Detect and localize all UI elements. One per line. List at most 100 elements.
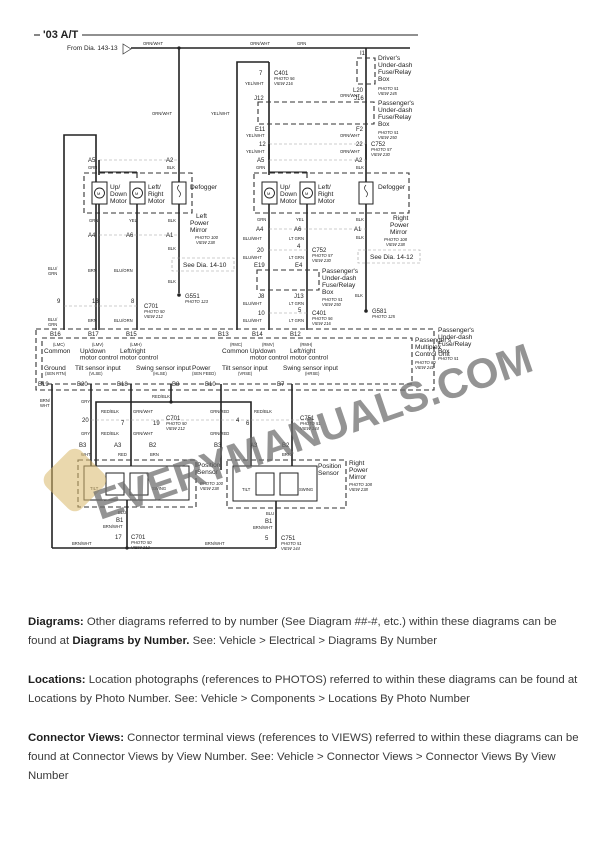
svg-text:G551: G551 (185, 294, 200, 300)
svg-text:LT GRN: LT GRN (289, 236, 304, 241)
svg-text:GRY: GRY (81, 431, 90, 436)
svg-text:YEL: YEL (129, 218, 138, 223)
svg-text:C701: C701 (131, 535, 146, 541)
svg-text:A5: A5 (88, 158, 96, 164)
left-tilt-sensor (105, 472, 125, 496)
svg-text:B1: B1 (116, 518, 124, 524)
svg-text:B17: B17 (88, 332, 99, 338)
right-tilt-sensor (255, 472, 275, 496)
svg-text:BLU/ORN: BLU/ORN (114, 318, 133, 323)
notes-section: Diagrams: Other diagrams referred to by … (28, 613, 588, 806)
svg-text:A2: A2 (166, 158, 174, 164)
svg-text:TILT: TILT (90, 486, 99, 491)
svg-text:SWING: SWING (152, 486, 166, 491)
svg-text:C751: C751 (300, 416, 315, 422)
svg-text:PHOTO 51: PHOTO 51 (322, 297, 343, 302)
svg-text:PHOTO 57: PHOTO 57 (371, 147, 392, 152)
svg-text:VIEW 238: VIEW 238 (349, 487, 369, 492)
svg-text:RED/BLK: RED/BLK (101, 431, 119, 436)
svg-text:YEL: YEL (296, 217, 305, 222)
svg-text:VIEW 212: VIEW 212 (144, 314, 164, 319)
svg-text:F2: F2 (356, 127, 364, 133)
svg-text:PHOTO 50: PHOTO 50 (131, 540, 152, 545)
svg-text:ORN/WHT: ORN/WHT (143, 41, 163, 46)
note-connector-views: Connector Views: Connector terminal view… (28, 732, 579, 782)
svg-text:GRN: GRN (88, 165, 97, 170)
svg-text:G581: G581 (372, 309, 387, 315)
svg-text:BLK: BLK (168, 279, 176, 284)
svg-text:(SEN FEED): (SEN FEED) (192, 371, 216, 376)
svg-text:A1: A1 (354, 227, 362, 233)
svg-text:PHOTO 51: PHOTO 51 (281, 541, 302, 546)
svg-text:L20: L20 (353, 88, 364, 94)
svg-text:7: 7 (259, 71, 263, 77)
svg-text:B16: B16 (50, 332, 61, 338)
svg-text:B20: B20 (77, 382, 88, 388)
svg-text:GRN/RED: GRN/RED (210, 431, 229, 436)
svg-text:A6: A6 (126, 233, 134, 239)
svg-text:PHOTO 51: PHOTO 51 (378, 130, 399, 135)
svg-text:(HLSE): (HLSE) (153, 371, 167, 376)
svg-text:Common: Common (44, 348, 71, 355)
svg-text:See Dia. 14-12: See Dia. 14-12 (370, 254, 414, 261)
svg-text:J13: J13 (294, 294, 304, 300)
ground-icon (177, 293, 181, 297)
svg-text:YEL/WHT: YEL/WHT (246, 133, 265, 138)
left-power-mirror-box (83, 172, 193, 214)
svg-text:GRN: GRN (257, 217, 266, 222)
svg-text:A1: A1 (166, 233, 174, 239)
svg-text:E4: E4 (295, 263, 303, 269)
svg-text:PHOTO 108: PHOTO 108 (384, 237, 408, 242)
svg-text:GRN/WHT: GRN/WHT (133, 431, 153, 436)
svg-text:PHOTO 57: PHOTO 57 (312, 253, 333, 258)
svg-text:ORN/WHT: ORN/WHT (340, 149, 360, 154)
svg-text:PHOTO 51: PHOTO 51 (300, 421, 321, 426)
svg-text:BLU/WHT: BLU/WHT (243, 236, 262, 241)
svg-text:B19: B19 (38, 382, 49, 388)
svg-text:B8: B8 (172, 382, 180, 388)
svg-text:PHOTO 100: PHOTO 100 (195, 235, 219, 240)
svg-text:12: 12 (259, 142, 266, 148)
svg-text:BLU: BLU (266, 511, 274, 516)
svg-text:B2: B2 (149, 443, 157, 449)
svg-text:BLU/WHT: BLU/WHT (243, 318, 262, 323)
svg-text:RED/BLK: RED/BLK (101, 409, 119, 414)
right-swing-sensor (279, 472, 299, 496)
svg-text:(RMH): (RMH) (300, 342, 313, 347)
motor-icon (264, 187, 275, 199)
svg-text:PHOTO 50: PHOTO 50 (144, 309, 165, 314)
svg-text:20: 20 (82, 418, 89, 424)
svg-text:Power: Power (192, 365, 211, 372)
diagrams-by-number-link[interactable]: Diagrams by Number. (72, 635, 190, 647)
svg-text:A6: A6 (294, 227, 302, 233)
svg-text:(RMC): (RMC) (230, 342, 243, 347)
svg-text:BRN/WHT: BRN/WHT (205, 541, 225, 546)
svg-text:VIEW 144: VIEW 144 (281, 546, 301, 551)
svg-text:A4: A4 (88, 233, 96, 239)
svg-text:B14: B14 (252, 332, 263, 338)
svg-text:PHOTO 51: PHOTO 51 (378, 86, 399, 91)
svg-text:GRN: GRN (89, 218, 98, 223)
svg-text:6: 6 (246, 421, 250, 427)
svg-text:YEL/WHT: YEL/WHT (245, 81, 264, 86)
motor-icon (94, 187, 105, 199)
svg-text:E11: E11 (255, 127, 266, 133)
svg-text:VIEW 238: VIEW 238 (386, 242, 406, 247)
svg-text:E19: E19 (254, 263, 265, 269)
svg-text:B12: B12 (290, 332, 301, 338)
svg-text:ORN/WHT: ORN/WHT (340, 133, 360, 138)
svg-text:A4: A4 (256, 227, 264, 233)
svg-text:8: 8 (131, 299, 135, 305)
right-power-mirror-sensor-box (226, 459, 347, 509)
svg-text:BLK: BLK (167, 165, 175, 170)
svg-text:(LMH): (LMH) (130, 342, 142, 347)
svg-text:PHOTO 56: PHOTO 56 (274, 76, 295, 81)
heater-icon (177, 184, 181, 198)
